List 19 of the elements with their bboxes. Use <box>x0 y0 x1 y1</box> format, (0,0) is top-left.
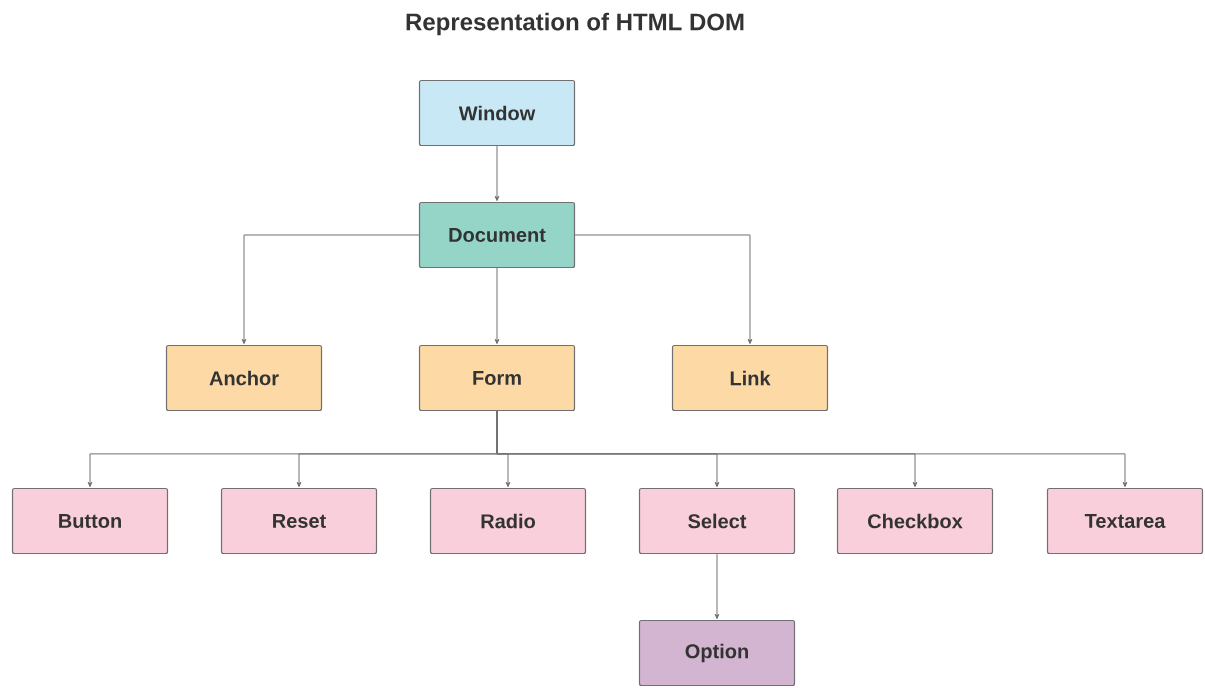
tree-box: Textarea <box>1046 487 1204 555</box>
tree-box: Checkbox <box>836 487 994 555</box>
tree-box: Radio <box>429 487 587 555</box>
arrow <box>714 553 720 620</box>
arrow <box>494 267 500 345</box>
tree-box: Button <box>11 487 169 555</box>
tree-box: Anchor <box>165 344 323 412</box>
title: Representation of HTML DOM <box>406 12 744 36</box>
tree-box: Link <box>671 344 829 412</box>
arrow <box>494 145 500 202</box>
tree-box: Select <box>638 487 796 555</box>
tree-box: Option <box>638 619 796 687</box>
arrow <box>496 410 1128 488</box>
arrow <box>574 234 753 345</box>
tree-box: Form <box>418 344 576 412</box>
tree-box: Window <box>418 79 576 147</box>
tree-box: Reset <box>220 487 378 555</box>
arrow <box>241 234 420 345</box>
tree-box: Document <box>418 201 576 269</box>
